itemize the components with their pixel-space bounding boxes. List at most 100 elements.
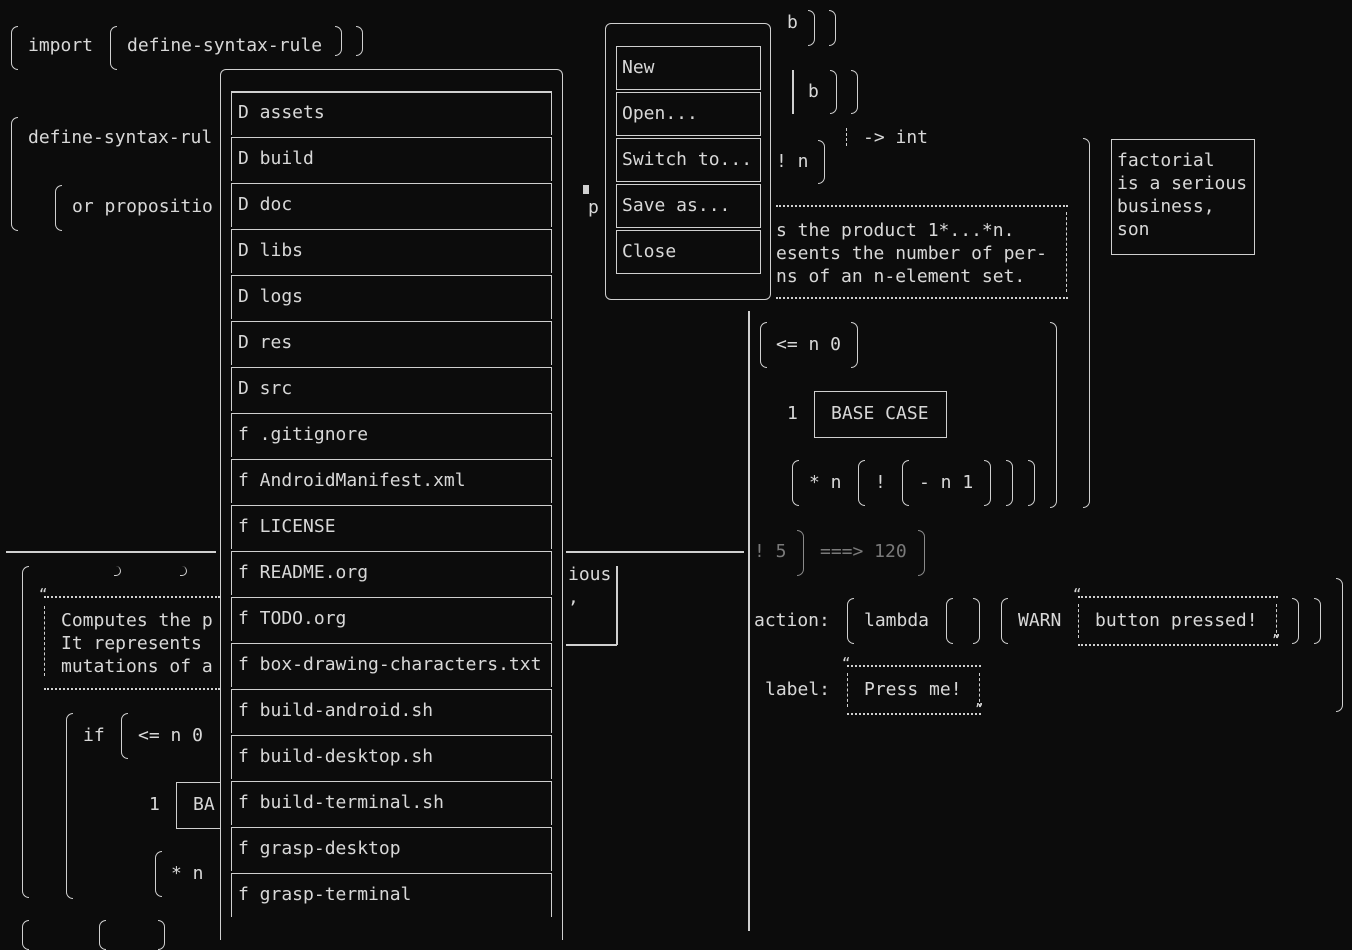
directory-item[interactable]: D assets — [231, 91, 552, 135]
note-line: business, — [1117, 196, 1215, 217]
close-paren — [918, 530, 925, 576]
directory-item[interactable]: D doc — [231, 183, 552, 227]
file-item[interactable]: f TODO.org — [231, 597, 552, 641]
b-symbol[interactable]: b — [808, 81, 819, 102]
directory-item[interactable]: D src — [231, 367, 552, 411]
base-value[interactable]: 1 — [787, 403, 798, 424]
open-paren — [55, 185, 62, 231]
b-symbol[interactable]: b — [787, 12, 798, 33]
lambda-keyword[interactable]: lambda — [864, 610, 930, 631]
file-item[interactable]: f grasp-desktop — [231, 827, 552, 871]
return-type[interactable]: -> int — [863, 127, 929, 148]
base-case-box[interactable] — [814, 391, 947, 438]
base-case-box[interactable] — [176, 782, 236, 829]
open-paren — [155, 851, 162, 897]
menu-item-close[interactable]: Close — [616, 230, 761, 274]
minus-expr[interactable]: - n 1 — [919, 472, 974, 493]
open-paren — [121, 713, 128, 759]
note-box[interactable] — [1111, 139, 1255, 255]
docstring-edge — [44, 606, 45, 676]
p-symbol[interactable]: p — [588, 197, 599, 218]
open-paren — [110, 26, 117, 70]
close-paren — [984, 460, 991, 506]
define-syntax-rule-text[interactable]: define-syntax-rul — [28, 127, 213, 148]
menu-item-save-as[interactable]: Save as... — [616, 184, 761, 228]
if-keyword[interactable]: if — [83, 725, 105, 746]
dash-separator — [846, 128, 847, 146]
open-paren — [11, 26, 18, 70]
pane-splitter[interactable] — [6, 551, 216, 553]
close-paren — [851, 70, 858, 114]
open-paren — [946, 598, 953, 644]
file-item[interactable]: f .gitignore — [231, 413, 552, 457]
file-item[interactable]: f build-terminal.sh — [231, 781, 552, 825]
file-item[interactable]: f LICENSE — [231, 505, 552, 549]
close-paren — [973, 598, 980, 644]
text-fragment: , — [568, 587, 579, 608]
base-value[interactable]: 1 — [149, 794, 160, 815]
close-paren — [808, 10, 815, 46]
docstring-line: It represents — [61, 633, 202, 654]
close-paren — [356, 26, 363, 56]
close-paren — [1050, 322, 1057, 508]
file-item[interactable]: f box-drawing-characters.txt — [231, 643, 552, 687]
directory-item[interactable]: D logs — [231, 275, 552, 319]
menu-item-switch-to[interactable]: Switch to... — [616, 138, 761, 182]
box-edge — [566, 644, 617, 646]
condition[interactable]: <= n 0 — [776, 334, 842, 355]
docstring-box[interactable] — [44, 596, 220, 690]
open-paren — [99, 920, 106, 950]
menu-item-open[interactable]: Open... — [616, 92, 761, 136]
file-item[interactable]: f grasp-terminal — [231, 873, 552, 917]
base-case-label: BA — [193, 794, 215, 815]
close-paren — [1336, 578, 1343, 712]
cursor — [583, 185, 589, 194]
close-paren — [1006, 460, 1013, 506]
paren-line — [792, 70, 794, 114]
import-keyword[interactable]: import — [28, 35, 94, 56]
string-box[interactable] — [847, 665, 981, 715]
file-item[interactable]: f README.org — [231, 551, 552, 595]
file-item[interactable]: f build-android.sh — [231, 689, 552, 733]
factorial-op[interactable]: ! — [875, 472, 886, 493]
docstring-box[interactable] — [776, 205, 1068, 299]
file-item[interactable]: f build-desktop.sh — [231, 735, 552, 779]
directory-item[interactable]: D res — [231, 321, 552, 365]
or-proposition-text[interactable]: or propositio — [72, 196, 213, 217]
factorial-call[interactable]: ! n — [776, 151, 809, 172]
open-paren — [22, 920, 29, 950]
docstring-edge — [1066, 212, 1067, 292]
close-paren — [1083, 138, 1090, 508]
string-box[interactable] — [1078, 596, 1278, 646]
open-paren — [792, 460, 799, 506]
open-quote-icon: “ — [39, 587, 48, 603]
action-label: action: — [754, 610, 830, 631]
directory-item[interactable]: D libs — [231, 229, 552, 273]
directory-item[interactable]: D build — [231, 137, 552, 181]
warn-symbol[interactable]: WARN — [1018, 610, 1062, 631]
file-item[interactable]: f AndroidManifest.xml — [231, 459, 552, 503]
pane-splitter[interactable] — [566, 551, 744, 553]
string-edge — [1078, 604, 1079, 638]
open-paren — [11, 117, 18, 231]
open-quote-icon: “ — [1073, 587, 1082, 603]
menu-item-new[interactable]: New — [616, 46, 761, 90]
example-call[interactable]: ! 5 — [754, 541, 787, 562]
open-paren — [66, 713, 73, 899]
condition[interactable]: <= n 0 — [138, 725, 204, 746]
close-quote-icon: ” — [975, 702, 984, 718]
multiply-expr[interactable]: * n — [171, 863, 204, 884]
close-paren — [830, 70, 837, 114]
import-module-name[interactable]: define-syntax-rule — [127, 35, 323, 56]
close-paren — [851, 322, 858, 368]
open-paren — [760, 322, 767, 368]
multiply-expr[interactable]: * n — [809, 472, 842, 493]
open-paren — [847, 598, 854, 644]
paren-line — [748, 311, 750, 931]
open-paren — [858, 460, 865, 506]
close-paren — [335, 26, 342, 56]
